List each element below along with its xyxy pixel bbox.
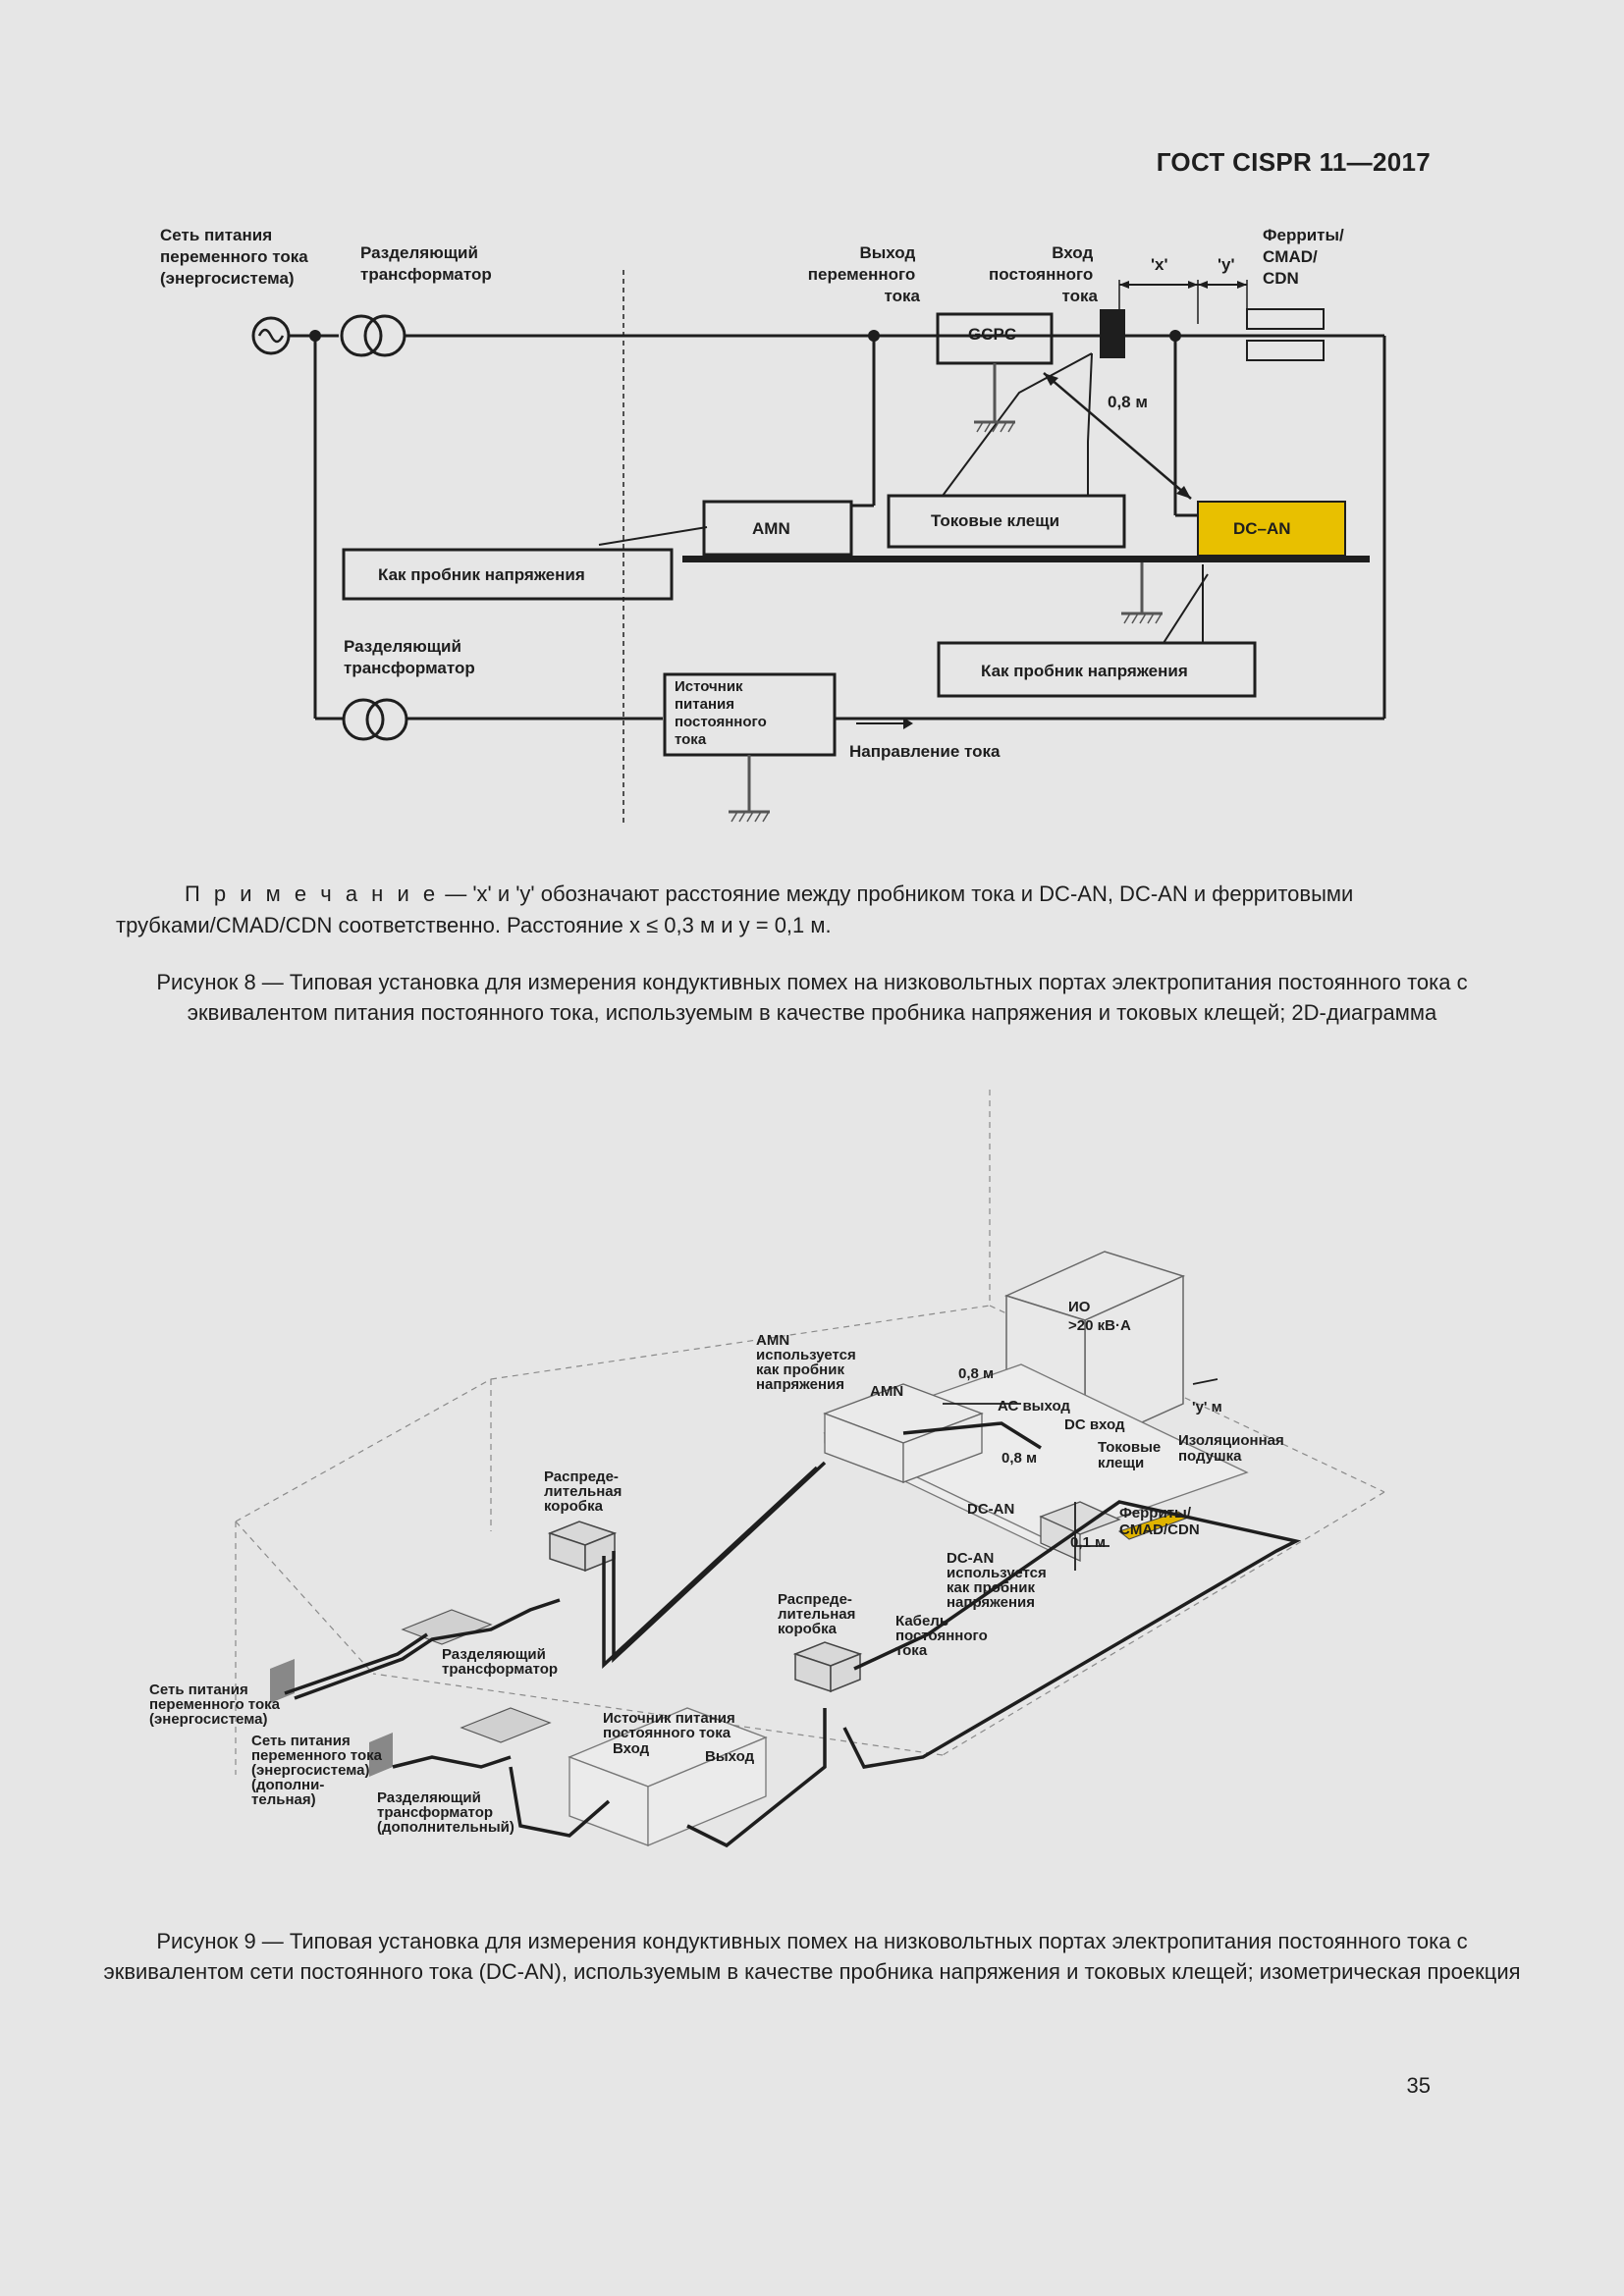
label-voltage-probe-left: Как пробник напряжения — [378, 565, 585, 584]
label-dcan-used: DC-AN используется как пробник напряжени… — [947, 1550, 1051, 1611]
label-dc-an-3d: DC-AN — [967, 1501, 1014, 1518]
label-x-dim: 'x' — [1151, 255, 1168, 274]
transformer-bottom-icon — [342, 698, 385, 741]
label-eut: ИО >20 кВ·А — [1068, 1299, 1131, 1334]
label-current-clamp: Токовые клещи — [931, 511, 1059, 530]
label-dc-cable: Кабель постоянного тока — [895, 1613, 992, 1659]
label-gcpc: GCPC — [968, 325, 1016, 344]
note-prefix: П р и м е ч а н и е — [185, 881, 440, 906]
label-dist-box-right: Распреде- лительная коробка — [778, 1591, 860, 1637]
label-amn: AMN — [752, 519, 790, 538]
label-dc-an: DC–AN — [1233, 519, 1291, 538]
label-voltage-probe-right: Как пробник напряжения — [981, 662, 1188, 680]
figure-8-caption: Рисунок 8 — Типовая установка для измере… — [156, 970, 1468, 1025]
document-header: ГОСТ CISPR 11—2017 — [1156, 147, 1431, 177]
figure-9-caption: Рисунок 9 — Типовая установка для измере… — [103, 1929, 1521, 1984]
label-dist-box-left: Распреде- лительная коробка — [544, 1468, 626, 1515]
label-ferrites-3d: Ферриты/ CMAD/CDN — [1119, 1505, 1200, 1538]
label-transformer-top: Разделяющий трансформатор — [360, 243, 492, 284]
label-clamp-3d: Токовые клещи — [1098, 1439, 1164, 1471]
label-ac-out: АС выход — [998, 1398, 1070, 1415]
label-y-m: 'у' м — [1192, 1399, 1222, 1415]
label-dc-source: Источник питания постоянного тока — [675, 678, 771, 748]
dc-an-box — [1197, 501, 1346, 557]
label-ac-mains-add: Сеть питания переменного тока (энергосис… — [251, 1733, 386, 1808]
dc-input-block — [1100, 309, 1125, 358]
label-iso-transformer-add: Разделяющий трансформатор (дополнительны… — [377, 1789, 514, 1836]
figure-8-diagram: Сеть питания переменного тока (энергосис… — [160, 226, 1386, 825]
figure-note: П р и м е ч а н и е — 'x' и 'y' обознача… — [116, 879, 1432, 941]
label-ac-output: Выход переменного тока — [808, 243, 921, 305]
label-ac-mains-3d: Сеть питания переменного тока (энергосис… — [149, 1682, 284, 1728]
label-dist-01: 0,1 м — [1070, 1534, 1106, 1551]
page-number: 35 — [1406, 2073, 1431, 2098]
label-dist-08-top: 0,8 м — [958, 1365, 994, 1382]
label-iso-pad: Изоляционная подушка — [1178, 1432, 1288, 1465]
label-input-3d: Вход — [613, 1740, 650, 1757]
label-amn-3d: AMN — [870, 1383, 903, 1400]
label-y-dim: 'y' — [1218, 255, 1235, 274]
label-iso-transformer-3d: Разделяющий трансформатор — [442, 1646, 558, 1678]
label-dc-input: Вход постоянного тока — [989, 243, 1099, 305]
figure-9-isometric: ИО >20 кВ·А AMN используется как пробник… — [149, 1090, 1385, 1848]
label-output-3d: Выход — [705, 1748, 755, 1765]
note-text: — 'x' и 'y' обозначают расстояние между … — [116, 881, 1354, 937]
label-amn-used: AMN используется как пробник напряжения — [756, 1332, 860, 1393]
label-ac-mains: Сеть питания переменного тока (энергосис… — [160, 226, 312, 288]
label-dc-in: DC вход — [1064, 1416, 1125, 1433]
label-dist-08-mid: 0,8 м — [1001, 1450, 1037, 1467]
label-distance-08: 0,8 м — [1108, 393, 1148, 411]
label-current-direction: Направление тока — [849, 742, 1001, 761]
transformer-top-icon — [340, 314, 383, 357]
label-transformer-bottom: Разделяющий трансформатор — [344, 637, 475, 677]
label-ferrites: Ферриты/ CMAD/ CDN — [1263, 226, 1349, 288]
label-dc-source-3d: Источник питания постоянного тока — [603, 1710, 739, 1741]
ground-plane — [682, 556, 1370, 562]
